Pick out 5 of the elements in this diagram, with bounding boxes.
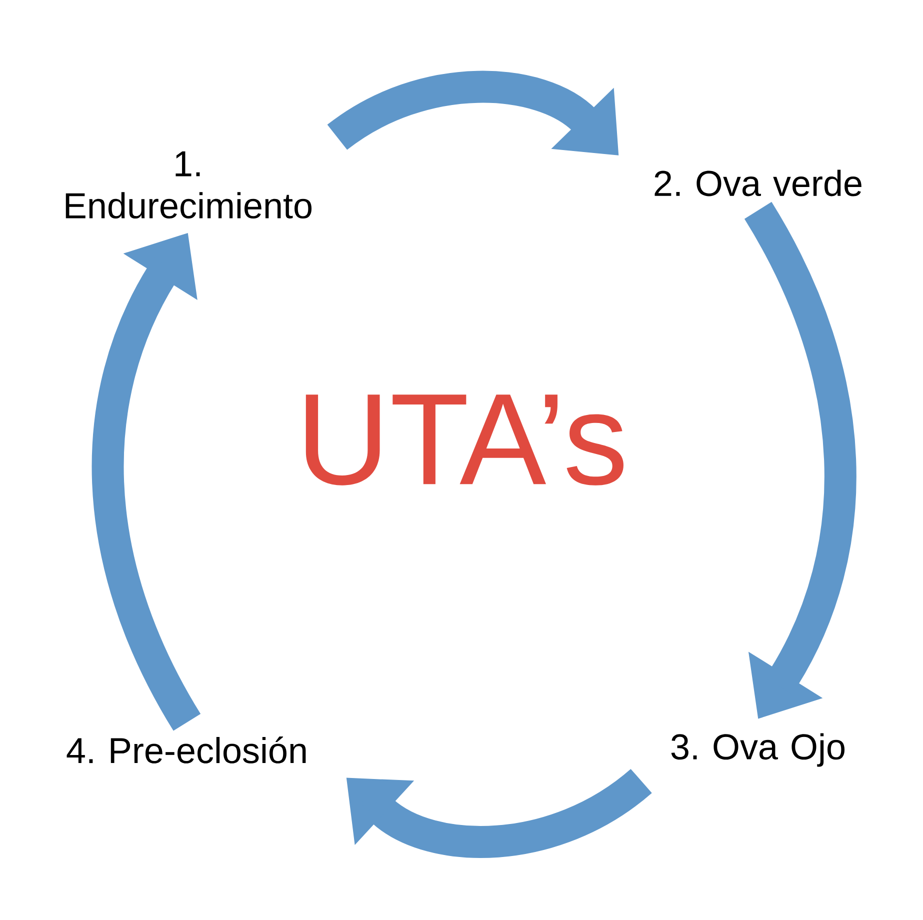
stage-label: 1. Endurecimiento: [66, 151, 312, 219]
stage-label: 2. Ova verde: [654, 170, 862, 196]
stage-label: 3. Ova Ojo: [671, 733, 844, 767]
stage-label: 4. Pre-eclosión: [66, 736, 306, 764]
center-title: UTA’s: [306, 394, 624, 486]
